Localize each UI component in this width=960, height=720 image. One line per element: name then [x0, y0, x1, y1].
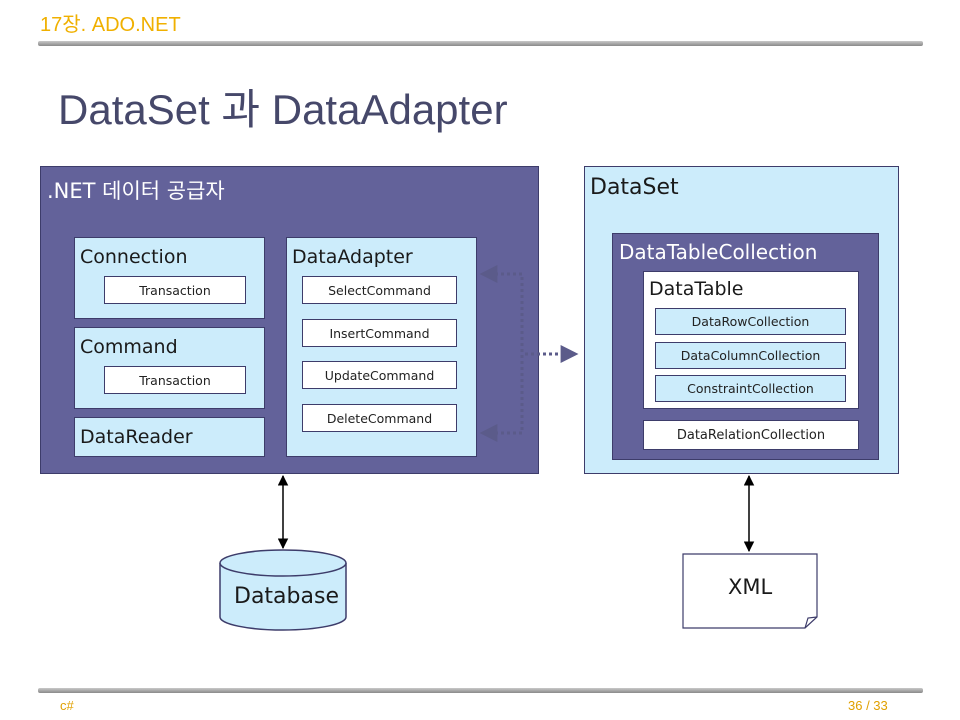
- connection-transaction: Transaction: [104, 276, 246, 304]
- insert-command: InsertCommand: [302, 319, 457, 347]
- datarowcollection: DataRowCollection: [655, 308, 846, 335]
- constraintcollection: ConstraintCollection: [655, 375, 846, 402]
- datareader-label: DataReader: [80, 426, 193, 448]
- datacolumncollection: DataColumnCollection: [655, 342, 846, 369]
- select-command: SelectCommand: [302, 276, 457, 304]
- chapter-header: 17장. ADO.NET: [40, 14, 181, 36]
- datatablecollection-box: DataTableCollection DataTable DataRowCol…: [612, 233, 879, 460]
- page-number: 36 / 33: [848, 698, 888, 713]
- adapter-dotted-loop: [479, 265, 524, 442]
- connection-box: Connection Transaction: [74, 237, 265, 319]
- delete-command: DeleteCommand: [302, 404, 457, 432]
- datatable-label: DataTable: [649, 278, 744, 300]
- header-rule: [38, 41, 923, 46]
- xml-document: [682, 553, 818, 629]
- footer-rule: [38, 688, 923, 693]
- datatable-box: DataTable DataRowCollection DataColumnCo…: [643, 271, 859, 409]
- command-transaction: Transaction: [104, 366, 246, 394]
- dataset-panel: DataSet DataTableCollection DataTable Da…: [584, 166, 899, 474]
- footer-course: c#: [60, 698, 74, 713]
- database-cylinder: [219, 549, 347, 631]
- database-label: Database: [234, 584, 339, 609]
- provider-panel: .NET 데이터 공급자 Connection Transaction Comm…: [40, 166, 539, 474]
- command-label: Command: [80, 336, 178, 358]
- xml-label: XML: [728, 575, 773, 599]
- connection-label: Connection: [80, 246, 188, 268]
- page-title: DataSet 과 DataAdapter: [58, 86, 508, 133]
- dataadapter-label: DataAdapter: [292, 246, 413, 268]
- update-command: UpdateCommand: [302, 361, 457, 389]
- dataadapter-box: DataAdapter SelectCommand InsertCommand …: [286, 237, 477, 457]
- datatablecollection-label: DataTableCollection: [619, 240, 818, 264]
- command-box: Command Transaction: [74, 327, 265, 409]
- datareader-box: DataReader: [74, 417, 265, 457]
- provider-label: .NET 데이터 공급자: [47, 179, 225, 203]
- dataset-label: DataSet: [590, 175, 679, 200]
- datarelationcollection: DataRelationCollection: [643, 420, 859, 450]
